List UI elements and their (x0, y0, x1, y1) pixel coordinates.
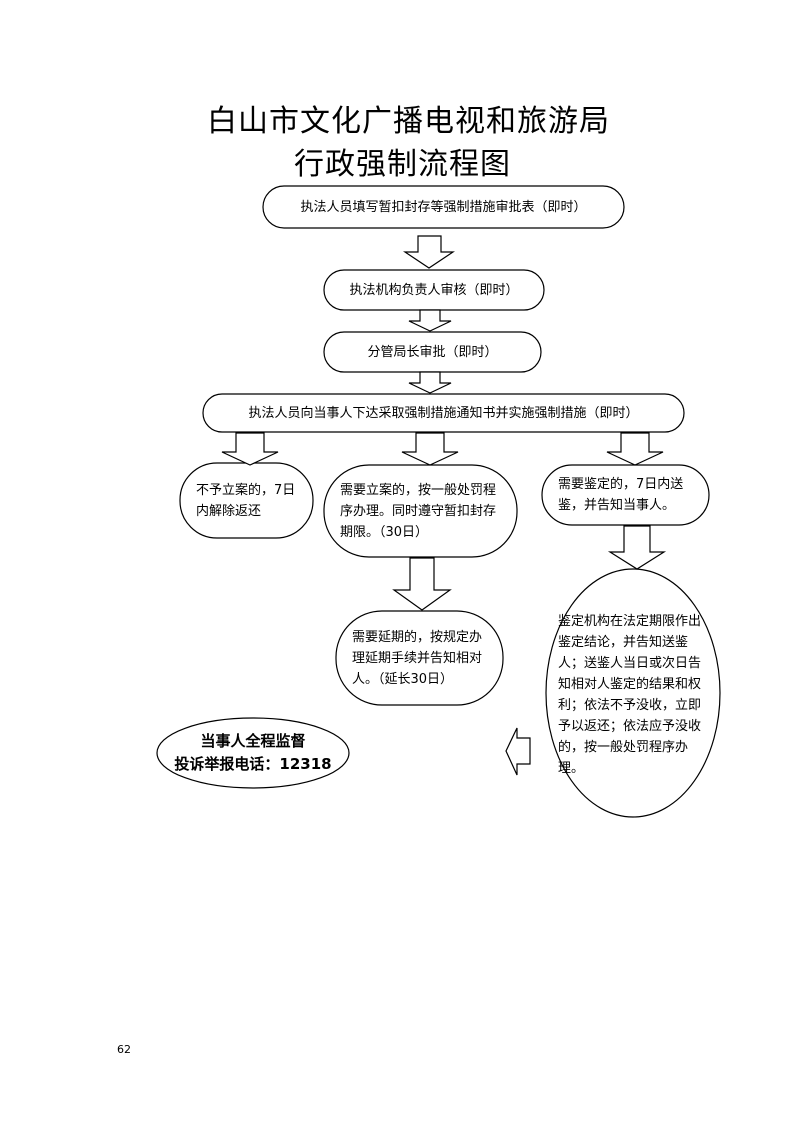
node-step3: 分管局长审批（即时） (324, 332, 541, 372)
node-appraisal-text: 鉴定机构在法定期限作出鉴定结论，并告知送鉴人；送鉴人当日或次日告知相对人鉴定的结… (558, 614, 702, 776)
arrow-down-1 (403, 235, 455, 269)
arrow-down-appraisal (607, 525, 667, 570)
node-branch-left: 不予立案的，7日内解除返还 (196, 463, 298, 538)
node-right-shape (541, 464, 710, 526)
node-step4-shape (202, 393, 685, 433)
node-supervision-shape (156, 717, 350, 789)
node-appraisal-shape (545, 568, 721, 818)
page-number: 62 (117, 1043, 131, 1056)
supervision-line1: 当事人全程监督 (200, 732, 306, 750)
node-step2-text: 执法机构负责人审核（即时） (349, 282, 519, 298)
node-branch-right: 需要鉴定的，7日内送鉴，并告知当事人。 (558, 465, 698, 525)
node-appraisal: 鉴定机构在法定期限作出鉴定结论，并告知送鉴人；送鉴人当日或次日告知相对人鉴定的结… (558, 600, 708, 790)
node-branch-left-text: 不予立案的，7日内解除返还 (196, 482, 296, 519)
arrow-down-extension (392, 557, 452, 611)
arrow-down-right (606, 432, 664, 466)
node-supervision: 当事人全程监督 投诉举报电话：12318 (165, 722, 341, 784)
node-branch-mid: 需要立案的，按一般处罚程序办理。同时遵守暂扣封存期限。（30日） (340, 465, 500, 557)
node-extension: 需要延期的，按规定办理延期手续并告知相对人。（延长30日） (352, 611, 490, 705)
supervision-line2: 投诉举报电话：12318 (174, 755, 332, 773)
node-step1-text: 执法人员填写暂扣封存等强制措施审批表（即时） (300, 199, 587, 215)
node-extension-text: 需要延期的，按规定办理延期手续并告知相对人。（延长30日） (352, 629, 483, 687)
node-extension-shape (335, 610, 504, 706)
node-branch-right-text: 需要鉴定的，7日内送鉴，并告知当事人。 (558, 477, 684, 513)
node-step4-text: 执法人员向当事人下达采取强制措施通知书并实施强制措施（即时） (248, 405, 639, 421)
node-step1-shape (262, 185, 625, 229)
arrow-down-mid (401, 432, 459, 466)
arrow-left-supervision (505, 727, 531, 776)
arrow-down-2 (408, 309, 452, 332)
node-step2: 执法机构负责人审核（即时） (324, 270, 544, 310)
node-branch-mid-text: 需要立案的，按一般处罚程序办理。同时遵守暂扣封存期限。（30日） (340, 482, 497, 540)
title-line2: 行政强制流程图 (294, 147, 511, 182)
node-mid-shape (323, 464, 518, 558)
title-line1: 白山市文化广播电视和旅游局 (207, 104, 610, 139)
node-step4: 执法人员向当事人下达采取强制措施通知书并实施强制措施（即时） (203, 394, 684, 432)
node-step3-text: 分管局长审批（即时） (367, 344, 498, 360)
arrow-down-left (221, 432, 279, 466)
arrow-down-3 (408, 371, 452, 394)
node-step1: 执法人员填写暂扣封存等强制措施审批表（即时） (263, 186, 624, 228)
